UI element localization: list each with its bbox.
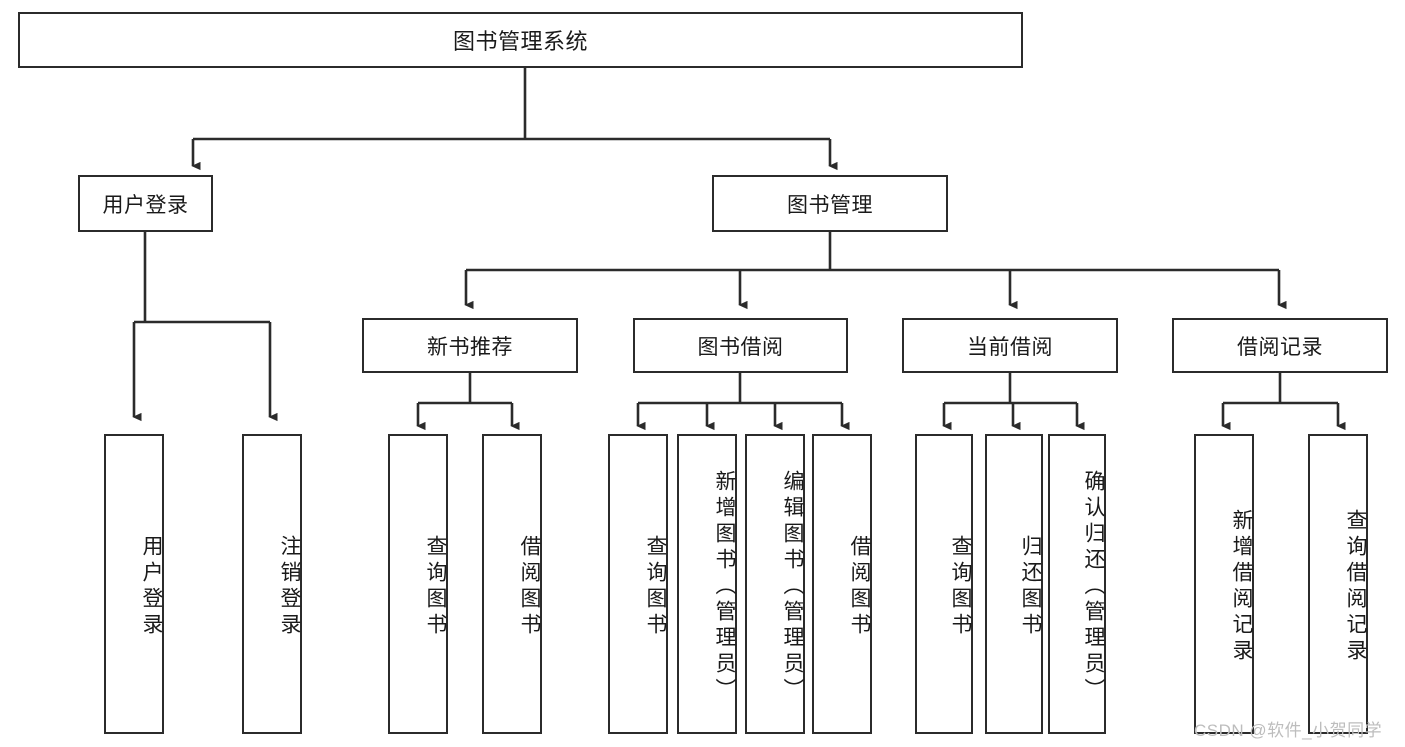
leaf-edit-book-admin[interactable]: 编辑图书（管理员） (745, 434, 805, 734)
node-user-login[interactable]: 用户登录 (78, 175, 213, 232)
node-label: 新书推荐 (427, 335, 513, 359)
leaf-query-book-borrow[interactable]: 查询图书 (608, 434, 668, 734)
node-label: 查询图书 (949, 535, 972, 639)
leaf-add-borrow-record[interactable]: 新增借阅记录 (1194, 434, 1254, 734)
leaf-logout-login[interactable]: 注销登录 (242, 434, 302, 734)
node-label: 查询图书 (644, 535, 667, 639)
node-label: 确认归还（管理员） (1082, 470, 1105, 704)
leaf-add-book-admin[interactable]: 新增图书（管理员） (677, 434, 737, 734)
node-current-borrow[interactable]: 当前借阅 (902, 318, 1118, 373)
node-label: 查询图书 (424, 535, 447, 639)
node-borrow-record[interactable]: 借阅记录 (1172, 318, 1388, 373)
leaf-return-book[interactable]: 归还图书 (985, 434, 1043, 734)
node-label: 编辑图书（管理员） (781, 470, 804, 704)
node-label: 当前借阅 (967, 335, 1053, 359)
leaf-user-login[interactable]: 用户登录 (104, 434, 164, 734)
node-label: 归还图书 (1019, 535, 1042, 639)
node-label: 借阅记录 (1237, 335, 1323, 359)
leaf-query-book-recommend[interactable]: 查询图书 (388, 434, 448, 734)
node-label: 用户登录 (140, 535, 163, 639)
leaf-confirm-return-admin[interactable]: 确认归还（管理员） (1048, 434, 1106, 734)
node-label: 借阅图书 (848, 535, 871, 639)
node-label: 图书管理系统 (452, 29, 588, 54)
node-book-management[interactable]: 图书管理 (712, 175, 948, 232)
leaf-borrow-book[interactable]: 借阅图书 (812, 434, 872, 734)
node-new-book-recommend[interactable]: 新书推荐 (362, 318, 578, 373)
node-label: 新增借阅记录 (1230, 509, 1253, 665)
node-label: 用户登录 (102, 193, 189, 217)
node-book-borrow[interactable]: 图书借阅 (633, 318, 848, 373)
node-root-system[interactable]: 图书管理系统 (18, 12, 1023, 68)
node-label: 注销登录 (278, 535, 301, 639)
leaf-query-borrow-record[interactable]: 查询借阅记录 (1308, 434, 1368, 734)
node-label: 查询借阅记录 (1344, 509, 1367, 665)
leaf-borrow-book-recommend[interactable]: 借阅图书 (482, 434, 542, 734)
node-label: 图书管理 (787, 193, 873, 217)
node-label: 图书借阅 (697, 335, 784, 359)
node-label: 新增图书（管理员） (713, 470, 736, 704)
leaf-query-book-current[interactable]: 查询图书 (915, 434, 973, 734)
node-label: 借阅图书 (518, 535, 541, 639)
csdn-watermark: CSDN @软件_小贺同学 (1194, 721, 1383, 740)
